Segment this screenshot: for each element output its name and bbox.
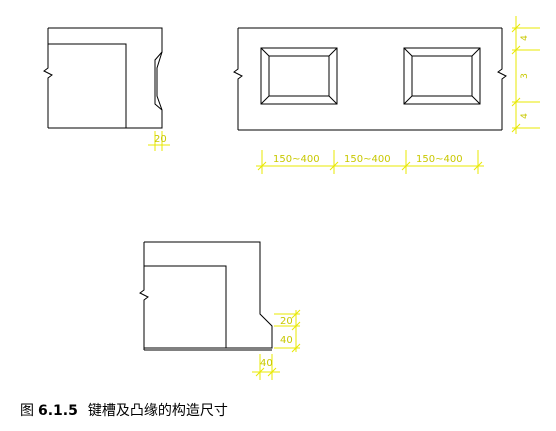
detail-c-outline: [144, 241, 273, 349]
detail-a-left-edge: [43, 28, 53, 128]
vertical-label-middle: 3: [520, 73, 530, 79]
caption-title: 键槽及凸缘的构造尺寸: [87, 403, 228, 419]
detail-c-flange-section: 20 40 40: [139, 241, 301, 380]
detail-c-dim-bottom: 40: [260, 358, 273, 369]
detail-c-bottom-dimension: 40: [252, 354, 280, 380]
vertical-label-bottom: 4: [520, 113, 530, 119]
detail-b-left-break: [233, 28, 243, 130]
detail-c-right-dimensions: 20 40: [274, 309, 301, 353]
keyway-right: [403, 47, 481, 105]
detail-a-outline: [48, 27, 163, 129]
detail-c-left-edge: [139, 242, 149, 350]
caption-number: 6.1.5: [38, 403, 78, 419]
detail-c-inner-line: [144, 265, 227, 348]
spacing-label-1: 150~400: [273, 154, 320, 165]
caption-prefix: 图: [20, 403, 34, 419]
detail-b-vertical-dimensions: 4 3 4: [511, 16, 540, 134]
detail-c-dim-lower: 40: [280, 335, 293, 346]
detail-a-keyway-section: 20: [43, 27, 170, 151]
detail-c-dim-upper: 20: [280, 316, 293, 327]
detail-a-inner-line: [48, 43, 127, 128]
keyway-left: [260, 47, 338, 105]
detail-a-dimension: 20: [148, 131, 170, 151]
detail-b-spacing-dimensions: 150~400 150~400 150~400: [256, 150, 484, 174]
detail-b-right-break: [497, 28, 507, 130]
detail-a-groove: [154, 51, 163, 111]
vertical-label-top: 4: [520, 35, 530, 41]
spacing-label-2: 150~400: [344, 154, 391, 165]
detail-b-keyway-elevation: 150~400 150~400 150~400 4 3 4: [233, 16, 540, 174]
detail-a-dim-label: 20: [154, 134, 167, 145]
spacing-label-3: 150~400: [416, 154, 463, 165]
